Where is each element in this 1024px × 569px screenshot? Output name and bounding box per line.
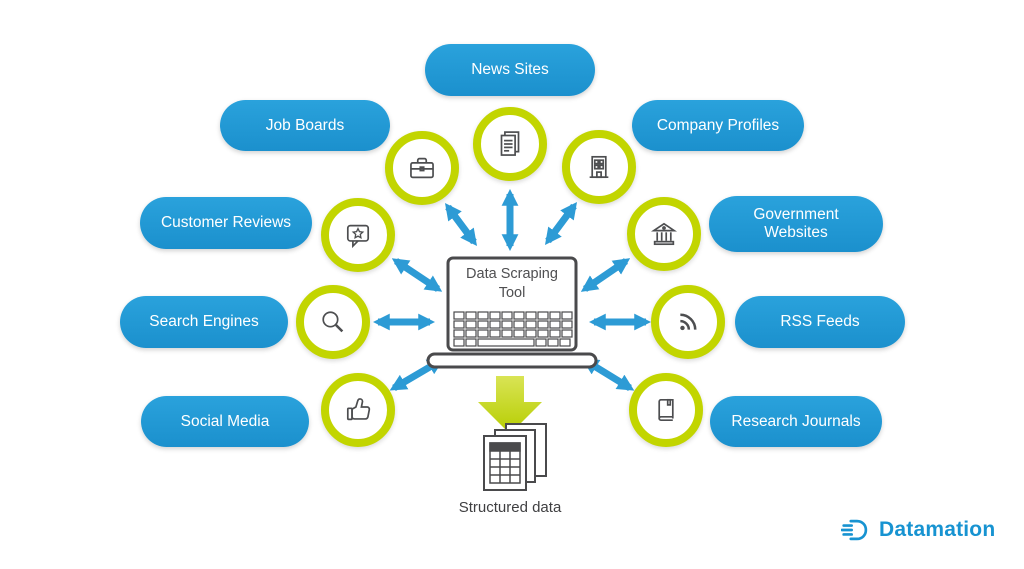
label-text: Government Websites — [753, 206, 839, 241]
brand-name: Datamation — [879, 518, 996, 541]
datamation-logo-icon — [841, 519, 868, 541]
rss-feeds-badge — [651, 285, 725, 359]
job-boards-badge — [385, 131, 459, 205]
news-sites-badge — [473, 107, 547, 181]
magnifier-icon — [322, 311, 344, 333]
label-customer-reviews: Customer Reviews — [140, 197, 312, 249]
label-text: Job Boards — [265, 116, 345, 134]
structured-data-label: Structured data — [458, 499, 562, 516]
label-text: Research Journals — [731, 412, 861, 430]
book-icon — [658, 398, 674, 422]
news-icon — [500, 131, 520, 156]
label-job-boards: Job Boards — [220, 100, 390, 151]
label-text: News Sites — [471, 61, 549, 79]
briefcase-icon — [410, 157, 434, 179]
label-search-engines: Search Engines — [120, 296, 288, 348]
label-text: Customer Reviews — [160, 214, 292, 232]
thumbs-up-icon — [346, 398, 371, 421]
label-news-sites: News Sites — [425, 44, 595, 96]
label-text: Social Media — [180, 412, 270, 430]
arrow-company-profiles — [544, 201, 578, 246]
label-text: Company Profiles — [656, 116, 780, 134]
government-websites-badge — [627, 197, 701, 271]
label-rss-feeds: RSS Feeds — [735, 296, 905, 348]
laptop-icon — [426, 256, 598, 369]
review-bubble-star-icon — [346, 224, 370, 249]
label-text: RSS Feeds — [780, 313, 860, 331]
arrow-job-boards — [444, 202, 478, 247]
search-engines-badge — [296, 285, 370, 359]
label-text: Search Engines — [149, 313, 259, 331]
office-building-icon — [589, 155, 609, 179]
data-scraping-tool-laptop: Data Scraping Tool — [426, 256, 598, 374]
structured-data-arrow — [478, 376, 542, 434]
bank-icon — [650, 222, 678, 246]
research-journals-badge — [629, 373, 703, 447]
social-media-badge — [321, 373, 395, 447]
rss-icon — [680, 313, 697, 331]
label-government-websites: Government Websites — [709, 196, 883, 252]
company-profiles-badge — [562, 130, 636, 204]
datamation-logo: Datamation — [841, 517, 995, 543]
center-label: Data Scraping Tool — [466, 266, 558, 301]
label-company-profiles: Company Profiles — [632, 100, 804, 151]
label-social-media: Social Media — [141, 396, 309, 447]
structured-data-icon — [483, 423, 547, 491]
customer-reviews-badge — [321, 198, 395, 272]
label-research-journals: Research Journals — [710, 396, 882, 447]
